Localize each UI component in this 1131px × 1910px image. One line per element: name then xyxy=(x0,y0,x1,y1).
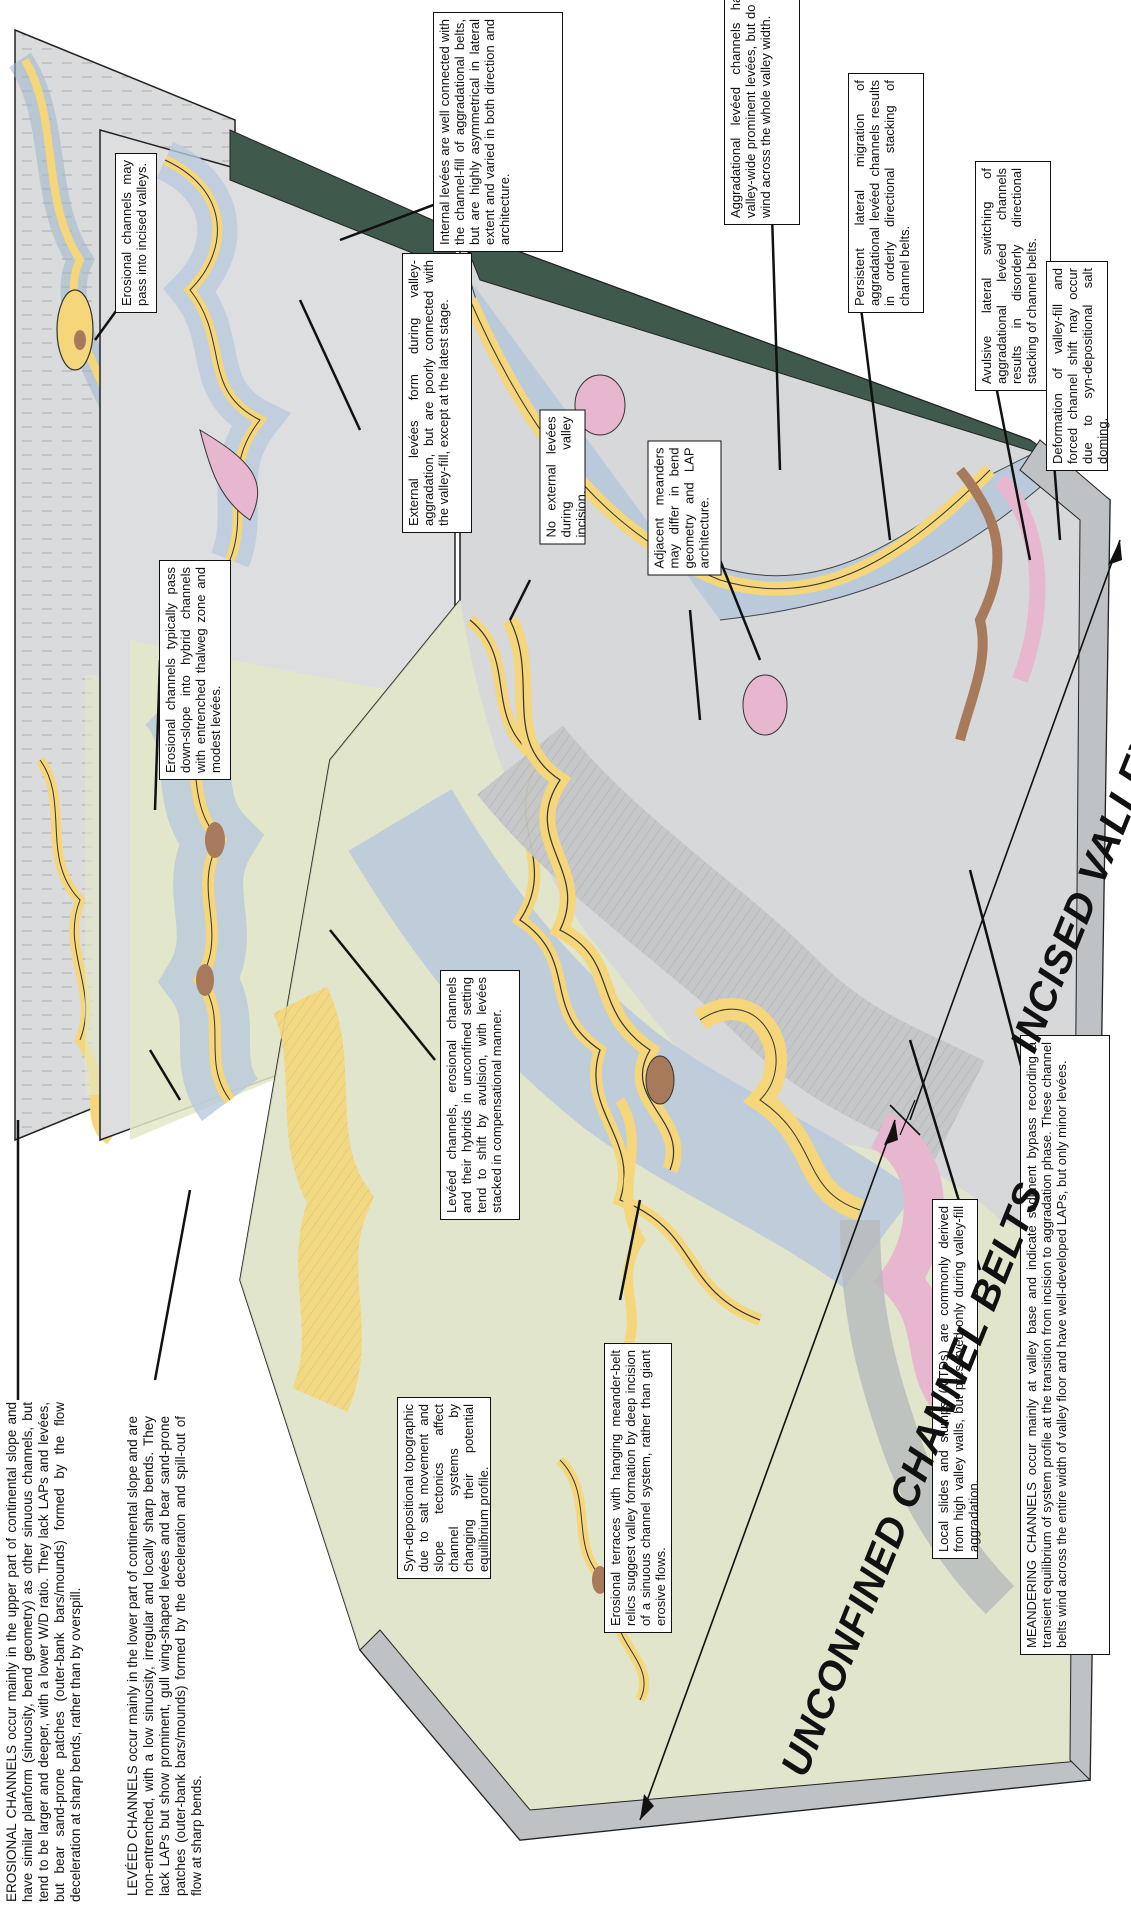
erosional-channels-text: EROSIONAL CHANNELS occur mainly in the u… xyxy=(4,1402,104,1902)
erosional-pass-callout: Erosional channels may pass into incised… xyxy=(115,153,157,313)
leveed-channels-text: LEVÉED CHANNELS occur mainly in the lowe… xyxy=(125,1416,225,1896)
aggradational-leveed-callout: Aggradational levéed channels have valle… xyxy=(724,0,800,225)
deformation-callout: Deformation of valley-fill and forced ch… xyxy=(1046,261,1108,471)
erosional-hybrid-callout: Erosional channels typically pass down-s… xyxy=(159,560,231,780)
adjacent-meanders-callout: Adjacent meanders may differ in bend geo… xyxy=(648,441,722,576)
persistent-migration-callout: Persistent lateral migration of aggradat… xyxy=(848,73,924,313)
no-external-levees-callout: No external levées during valley incisio… xyxy=(540,410,586,545)
leveed-hybrids-callout: Levéed channels, erosional channels and … xyxy=(440,970,520,1220)
meandering-channels-callout: MEANDERING CHANNELS occur mainly at vall… xyxy=(1020,1035,1110,1655)
external-levees-callout: External levées form during valley-aggra… xyxy=(402,253,472,533)
erosional-terraces-callout: Erosional terraces with hanging meander-… xyxy=(604,1343,672,1633)
syn-depositional-callout: Syn-depositional topographic due to salt… xyxy=(397,1397,491,1579)
internal-levees-callout: Internal levées are well connected with … xyxy=(433,12,563,252)
avulsive-switching-callout: Avulsive lateral switching of aggradatio… xyxy=(975,161,1051,391)
